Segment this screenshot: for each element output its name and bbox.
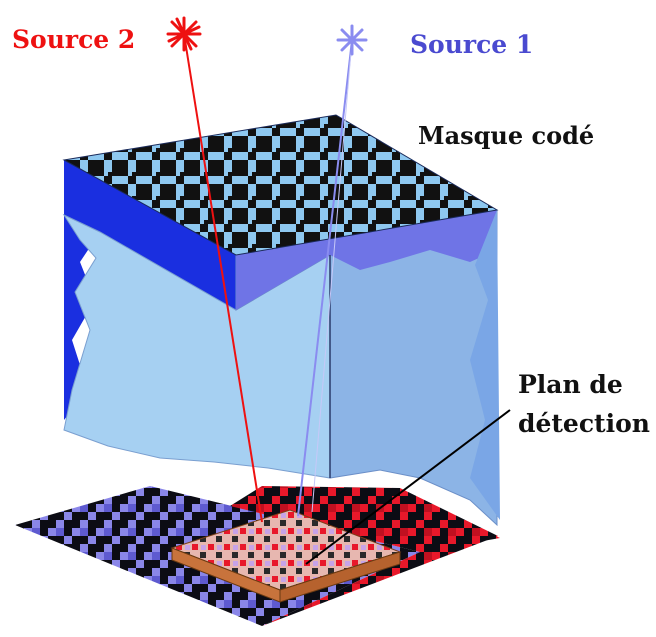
- detector-pointer-line: [305, 409, 511, 565]
- mask-support-box: [62, 160, 500, 527]
- floor-red-wedge: [290, 488, 500, 552]
- right-upper-wall: [236, 210, 497, 310]
- detector-label-line1: Plan de: [518, 370, 623, 399]
- left-wall: [64, 160, 236, 310]
- source1-star-icon: [336, 24, 368, 56]
- source1-ray-b: [311, 39, 353, 513]
- source1-ray: [297, 39, 353, 517]
- left-wall-inner: [64, 215, 100, 420]
- right-wall-edge: [470, 210, 500, 520]
- detector-plane: [170, 509, 402, 603]
- detector-label-line2: détection: [518, 409, 650, 438]
- rays: [183, 33, 353, 523]
- mask-label: Masque codé: [418, 121, 594, 150]
- detector-edge-right: [279, 551, 401, 603]
- source2-label: Source 2: [12, 25, 135, 54]
- source2-ray: [183, 33, 263, 523]
- source2-star-icon: [166, 16, 202, 52]
- coded-mask: [62, 114, 499, 256]
- source1-label: Source 1: [410, 30, 533, 59]
